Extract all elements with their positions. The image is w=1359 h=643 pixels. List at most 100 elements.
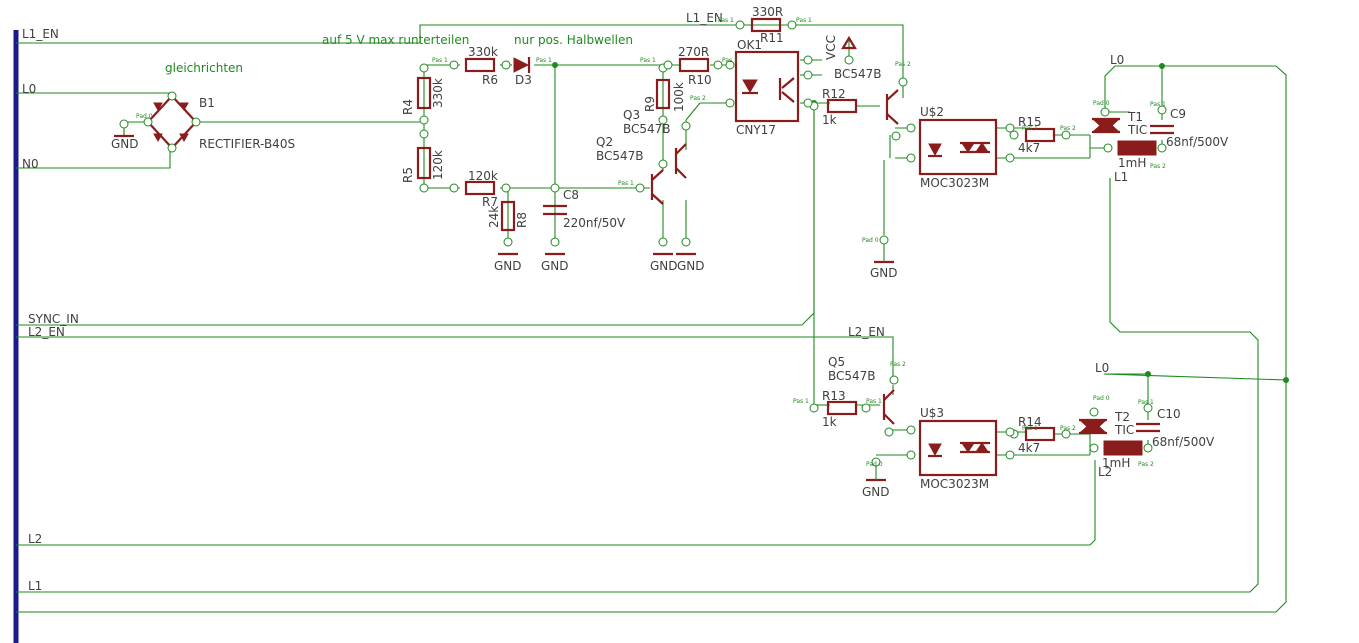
r14-name: R14 [1018, 415, 1042, 429]
d3-name: D3 [515, 73, 532, 87]
q5-name: Q5 [828, 355, 845, 369]
svg-text:Pas 2: Pas 2 [890, 361, 906, 368]
svg-text:Pas 2: Pas 2 [1138, 461, 1154, 468]
r5-name: R5 [401, 167, 415, 183]
r5-value: 120k [431, 150, 445, 180]
svg-text:Pas 1: Pas 1 [536, 57, 552, 64]
rectifier-b1[interactable]: B1 RECTIFIER-B40S [143, 91, 295, 153]
t1-name: T1 [1127, 110, 1143, 124]
net-wires [16, 24, 1289, 613]
svg-text:Pas 1: Pas 1 [793, 398, 809, 405]
resistor-r14[interactable]: R14 4k7 [1009, 415, 1071, 455]
capacitor-c8[interactable]: C8 220nf/50V [543, 183, 626, 247]
svg-text:Pas 2: Pas 2 [1060, 125, 1076, 132]
transistor-q5[interactable]: Q5 BC547B [828, 355, 899, 437]
note-rectify: gleichrichten [165, 61, 243, 75]
r7-value: 120k [468, 169, 498, 183]
c8-name: C8 [563, 188, 579, 202]
svg-text:Pas 1: Pas 1 [1138, 399, 1154, 406]
net-label-l0-t2: L0 [1095, 361, 1109, 375]
svg-text:Pas 2: Pas 2 [1150, 163, 1166, 170]
r6-value: 330k [468, 45, 498, 59]
r15-name: R15 [1018, 115, 1042, 129]
svg-text:Pas 1: Pas 1 [866, 398, 882, 405]
inductor-l1[interactable]: 1mH [1103, 140, 1167, 170]
resistor-r4[interactable]: R4 330k [401, 63, 445, 125]
triac-t2[interactable]: T2 TIC [1079, 407, 1134, 437]
svg-text:GND: GND [862, 485, 890, 499]
net-label-l1-t1: L1 [1114, 170, 1128, 184]
r13-name: R13 [822, 389, 846, 403]
resistor-r12[interactable]: R12 1k [809, 87, 858, 127]
resistor-r6[interactable]: 330k R6 [449, 45, 511, 87]
gnd-symbol-5: GND [676, 252, 705, 273]
transistor-q2[interactable]: Q2 BC547B [596, 135, 668, 247]
c10-name: C10 [1157, 407, 1181, 421]
optocoupler-ok1[interactable]: OK1 CNY17 [725, 38, 813, 137]
net-label-l2-t2: L2 [1098, 465, 1112, 479]
r9-value: 100k [672, 82, 686, 112]
svg-text:Pad 0: Pad 0 [862, 237, 879, 244]
optotriac-u2[interactable]: U$2 MOC3023M [906, 105, 1015, 190]
svg-text:Pad 0: Pad 0 [136, 113, 153, 120]
c9-name: C9 [1170, 107, 1186, 121]
r8-value: 24k [487, 206, 501, 228]
b1-name: B1 [199, 96, 215, 110]
capacitor-c9[interactable]: C9 68nf/500V [1150, 105, 1229, 149]
svg-text:Pad 0: Pad 0 [1093, 100, 1110, 107]
resistor-r10[interactable]: 270R R10 [663, 45, 723, 87]
capacitor-c10[interactable]: C10 68nf/500V [1136, 403, 1215, 449]
u2-name: U$2 [920, 105, 944, 119]
r10-value: 270R [678, 45, 709, 59]
c9-value: 68nf/500V [1166, 135, 1229, 149]
svg-text:Pas 1: Pas 1 [432, 57, 448, 64]
gnd-symbol-4: GND [650, 252, 678, 273]
b1-value: RECTIFIER-B40S [199, 137, 295, 151]
u3-value: MOC3023M [920, 477, 989, 491]
resistor-r8[interactable]: R8 24k [487, 200, 529, 247]
svg-text:GND: GND [870, 266, 898, 280]
net-label-l1: L1 [28, 579, 42, 593]
diode-d3[interactable]: D3 [513, 57, 532, 87]
resistor-r5[interactable]: R5 120k [401, 129, 445, 193]
resistor-r11[interactable]: 330R R11 [735, 5, 797, 45]
r13-value: 1k [822, 415, 837, 429]
r10-name: R10 [688, 73, 712, 87]
r14-value: 4k7 [1018, 441, 1040, 455]
transistor-q4[interactable]: BC547B [834, 67, 908, 141]
r12-value: 1k [822, 113, 837, 127]
resistor-r9[interactable]: R9 100k [643, 63, 686, 125]
ok1-value: CNY17 [736, 123, 776, 137]
ok1-name: OK1 [737, 38, 762, 52]
note-halfwave: nur pos. Halbwellen [514, 33, 633, 47]
vcc-symbol: VCC [824, 35, 857, 65]
r8-name: R8 [515, 212, 529, 228]
r12-name: R12 [822, 87, 846, 101]
c8-value: 220nf/50V [563, 216, 626, 230]
svg-text:Pas 1: Pas 1 [1150, 101, 1166, 108]
resistor-r15[interactable]: R15 4k7 [1009, 115, 1071, 155]
r11-name: R11 [760, 31, 784, 45]
svg-text:Pad 0: Pad 0 [866, 461, 883, 468]
svg-text:Pas 1: Pas 1 [718, 17, 734, 24]
u2-value: MOC3023M [920, 176, 989, 190]
u3-name: U$3 [920, 406, 944, 420]
triac-t1[interactable]: T1 TIC [1092, 107, 1147, 137]
svg-text:Pas 2: Pas 2 [1060, 425, 1076, 432]
q5-value: BC547B [828, 369, 876, 383]
l2c-value: 1mH [1102, 456, 1130, 470]
q2-name: Q2 [596, 135, 613, 149]
svg-text:GND: GND [650, 259, 678, 273]
resistor-r7[interactable]: 120k R7 [449, 169, 511, 209]
transistor-q3[interactable]: Q3 BC547B [623, 108, 691, 247]
r4-value: 330k [431, 78, 445, 108]
resistor-r13[interactable]: R13 1k [809, 389, 871, 429]
optotriac-u3[interactable]: U$3 MOC3023M [906, 406, 1015, 491]
q3-value: BC547B [623, 122, 671, 136]
svg-text:Pas 1: Pas 1 [1022, 425, 1038, 432]
r15-value: 4k7 [1018, 141, 1040, 155]
net-label-l2-en: L2_EN [28, 325, 65, 339]
svg-text:GND: GND [677, 259, 705, 273]
net-label-n0: N0 [22, 157, 39, 171]
inductor-l2[interactable]: 1mH [1089, 440, 1153, 470]
